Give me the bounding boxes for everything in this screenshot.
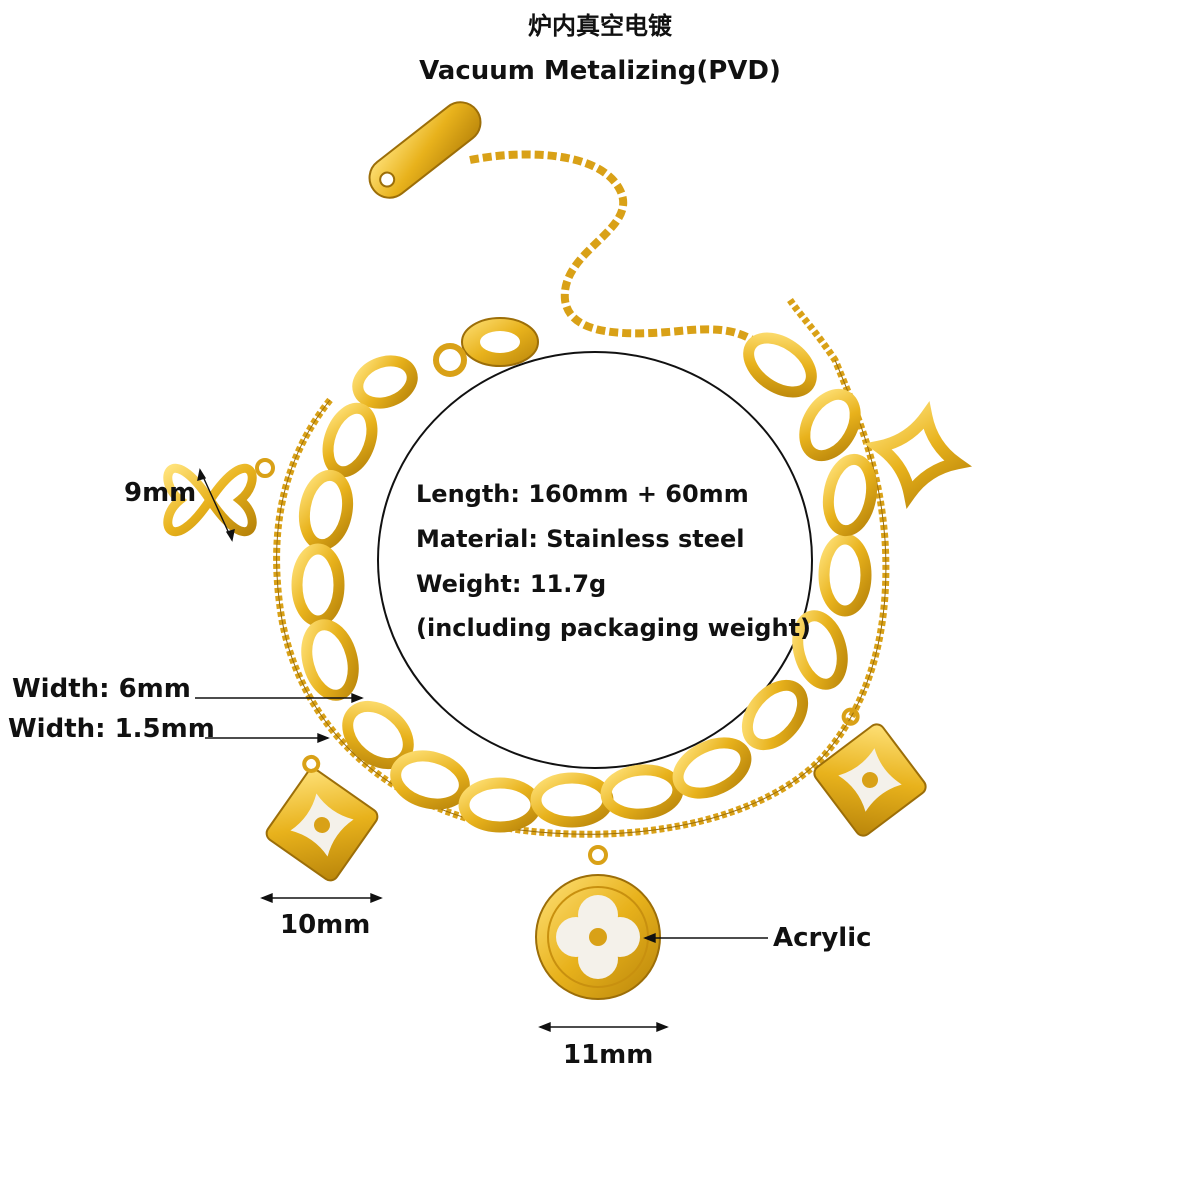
wide-chain — [291, 332, 878, 833]
butterfly-charm-icon — [163, 458, 275, 537]
dim-round-label: 11mm — [563, 1040, 654, 1070]
lobster-clasp-icon — [433, 317, 539, 377]
title-chinese: 炉内真空电镀 — [528, 12, 672, 40]
round-clover-charm-icon — [535, 845, 661, 1000]
diamond-clover-charm-icon — [813, 707, 927, 837]
dim-wide-chain-label: Width: 6mm — [12, 674, 191, 704]
dimension-lines — [195, 468, 768, 1033]
dim-butterfly-label: 9mm — [124, 478, 197, 508]
spec-length: Length: 160mm + 60mm — [416, 480, 749, 508]
spec-note: (including packaging weight) — [416, 614, 812, 642]
title-english: Vacuum Metalizing(PVD) — [419, 56, 781, 86]
extension-chain — [469, 150, 763, 349]
diamond-clover-charm-icon — [265, 754, 379, 882]
dim-thin-chain-label: Width: 1.5mm — [8, 714, 215, 744]
clover-outline-charm-icon — [863, 400, 973, 510]
dim-diamond-label: 10mm — [280, 910, 371, 940]
spec-circle — [377, 351, 813, 769]
spec-material: Material: Stainless steel — [416, 525, 745, 553]
material-callout-label: Acrylic — [773, 923, 872, 953]
tag-icon — [368, 101, 482, 199]
spec-weight: Weight: 11.7g — [416, 570, 607, 598]
